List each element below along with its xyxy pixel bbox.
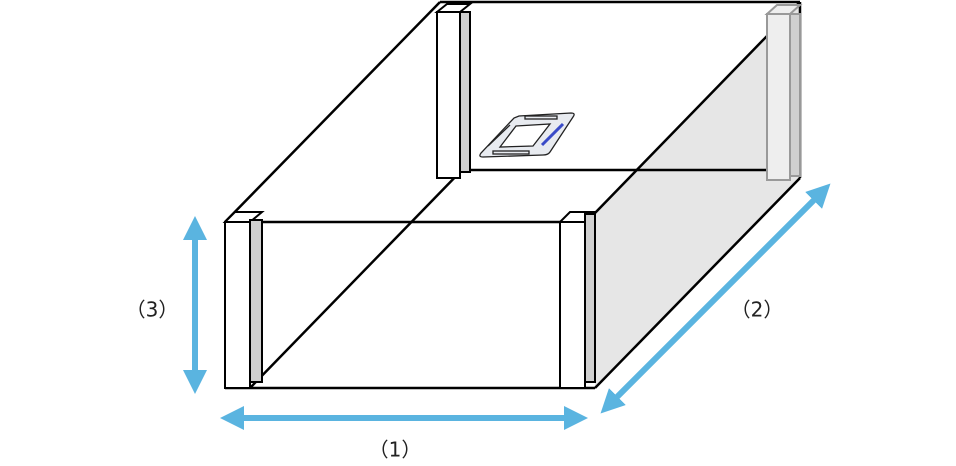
depth-arrow: [600, 183, 831, 414]
ceiling-ac-unit-icon: [479, 112, 575, 158]
width-label: （1）: [368, 437, 422, 462]
top-left-edge: [224, 1, 441, 223]
front-left-pillar: [222, 211, 265, 389]
floor-left-edge: [249, 169, 463, 389]
back-left-pillar: [434, 3, 473, 179]
back-right-pillar: [764, 4, 803, 181]
top-right-edge: [594, 1, 801, 214]
front-right-pillar: [557, 211, 598, 389]
depth-label: （2）: [730, 297, 784, 322]
height-label: （3）: [125, 297, 179, 322]
